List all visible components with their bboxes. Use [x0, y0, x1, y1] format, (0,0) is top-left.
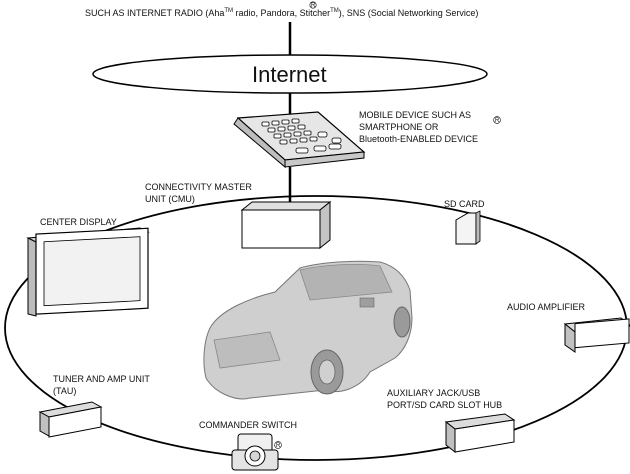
svg-text:CENTER DISPLAY: CENTER DISPLAY: [40, 217, 117, 227]
svg-text:UNIT (CMU): UNIT (CMU): [145, 194, 195, 204]
commander-registered-mark: R: [274, 441, 282, 449]
sd-card: SD CARD: [444, 199, 485, 245]
vehicle-illustration: [203, 260, 413, 400]
mobile-registered-mark: R: [493, 116, 501, 124]
svg-text:AUDIO AMPLIFIER: AUDIO AMPLIFIER: [507, 302, 586, 312]
svg-text:SD CARD: SD CARD: [444, 199, 485, 209]
svg-text:AUXILIARY JACK/USB: AUXILIARY JACK/USB: [387, 388, 480, 398]
svg-text:R: R: [276, 443, 281, 449]
commander-switch: COMMANDER SWITCH: [199, 420, 297, 471]
svg-text:COMMANDER SWITCH: COMMANDER SWITCH: [199, 420, 297, 430]
svg-text:(TAU): (TAU): [53, 386, 76, 396]
tuner-amp-unit: TUNER AND AMP UNIT (TAU): [38, 374, 150, 438]
cmu-unit: CONNECTIVITY MASTER UNIT (CMU): [145, 182, 332, 250]
svg-text:Bluetooth-ENABLED DEVICE: Bluetooth-ENABLED DEVICE: [359, 134, 478, 144]
mobile-device-icon: [233, 111, 366, 169]
svg-text:R: R: [311, 3, 316, 9]
center-display: CENTER DISPLAY: [26, 217, 150, 317]
auxiliary-hub: AUXILIARY JACK/USB PORT/SD CARD SLOT HUB: [387, 388, 516, 454]
mobile-device-label: MOBILE DEVICE SUCH AS SMARTPHONE OR Blue…: [359, 110, 478, 144]
audio-amplifier: AUDIO AMPLIFIER: [507, 302, 630, 353]
header-registered-mark: R: [309, 1, 317, 9]
svg-text:MOBILE DEVICE SUCH AS: MOBILE DEVICE SUCH AS: [359, 110, 471, 120]
internet-cloud: Internet: [92, 54, 488, 94]
svg-text:PORT/SD CARD SLOT HUB: PORT/SD CARD SLOT HUB: [387, 400, 502, 410]
svg-text:SMARTPHONE OR: SMARTPHONE OR: [359, 122, 439, 132]
svg-text:R: R: [495, 118, 500, 124]
svg-text:CONNECTIVITY MASTER: CONNECTIVITY MASTER: [145, 182, 252, 192]
svg-text:TUNER AND AMP UNIT: TUNER AND AMP UNIT: [53, 374, 150, 384]
header-caption: SUCH AS INTERNET RADIO (AhaTM radio, Pan…: [85, 8, 478, 18]
internet-label: Internet: [252, 62, 327, 87]
